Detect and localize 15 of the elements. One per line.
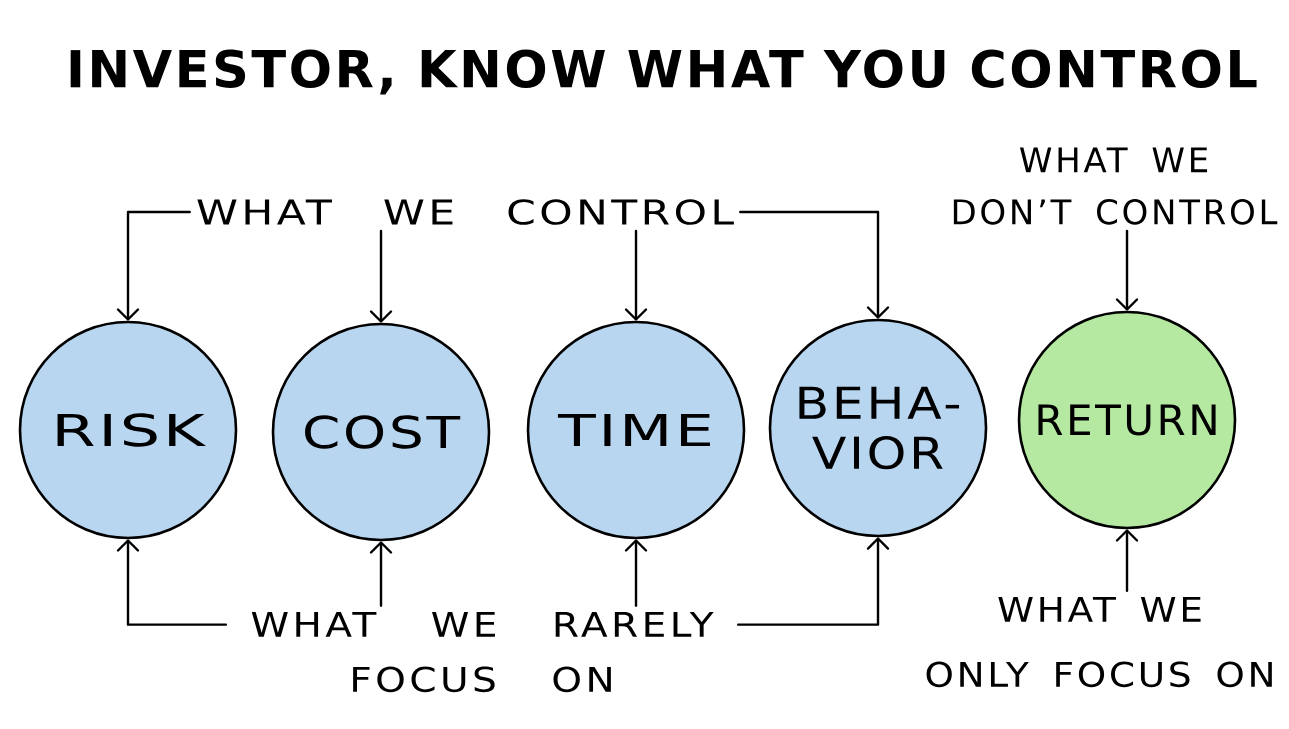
annotation-text: WHAT WE DON’T CONTROL bbox=[953, 147, 1278, 225]
arrow bbox=[116, 539, 227, 626]
arrow bbox=[737, 537, 890, 626]
arrow bbox=[116, 210, 191, 321]
arrow bbox=[739, 210, 890, 319]
arrow bbox=[369, 229, 393, 323]
annotation-text: WHAT WE RARELY FOCUS ON bbox=[251, 611, 714, 693]
arrow bbox=[624, 539, 648, 607]
title: INVESTOR, KNOW WHAT YOU CONTROL bbox=[70, 49, 1257, 95]
annotation-text: WHAT WE ONLY FOCUS ON bbox=[926, 596, 1272, 688]
arrow bbox=[1115, 229, 1139, 311]
arrow bbox=[1115, 529, 1139, 592]
arrow bbox=[369, 541, 393, 607]
annotation-text: WHAT WE CONTROL bbox=[197, 199, 734, 225]
arrow bbox=[624, 229, 648, 321]
